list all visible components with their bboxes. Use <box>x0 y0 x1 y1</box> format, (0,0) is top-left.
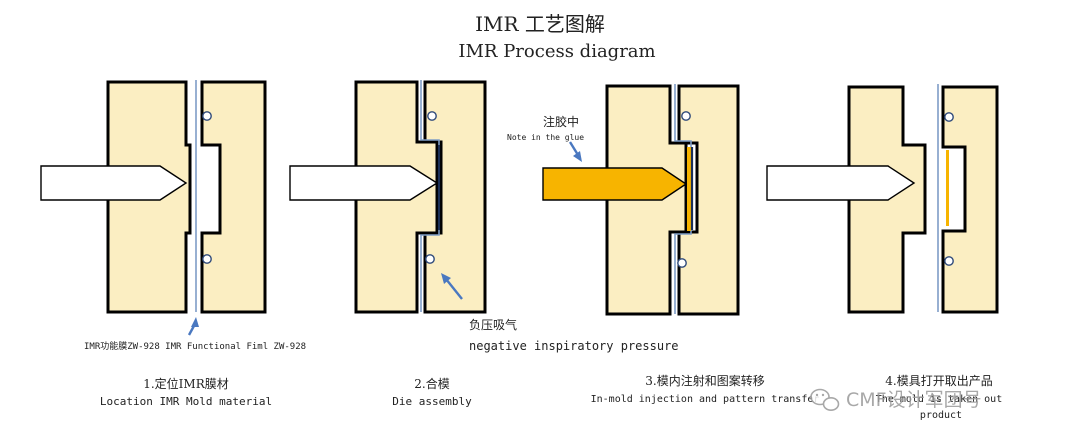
watermark-text: CMF设计军团号 <box>846 389 982 411</box>
step-3-glue-pointer <box>568 141 580 156</box>
step-2-right-mold <box>423 80 487 314</box>
step-2-pressure-pointer-head <box>441 273 451 284</box>
step-1-vacuum-hole-top <box>202 111 212 121</box>
step-4-caption-en-line1: The mold is taken out <box>876 394 1002 405</box>
glue-label-en: Note in the glue <box>507 133 584 142</box>
step-4-finished-product <box>946 150 949 226</box>
step-2-figure <box>289 80 487 314</box>
step-1-right-mold <box>200 80 267 314</box>
step-3-right-mold <box>677 84 740 316</box>
step-3-glue-pointer-head <box>573 151 582 162</box>
step-1-film-pointer-head <box>191 317 199 327</box>
step-2-caption-cn: 2.合模 <box>414 376 449 391</box>
step-3-figure <box>542 84 740 316</box>
step-3-vacuum-hole-top <box>681 111 691 121</box>
step-4-injection-arrow <box>766 165 916 201</box>
glue-label-cn: 注胶中 <box>543 114 579 129</box>
film-label: IMR功能膜ZW-928 IMR Functional Fiml ZW-928 <box>84 340 306 352</box>
title-cn: IMR 工艺图解 <box>475 12 605 36</box>
step-4-caption-cn: 4.模具打开取出产品 <box>885 374 992 388</box>
step-1-injection-arrow <box>40 165 188 201</box>
step-4-caption-en-line2: product <box>920 410 962 421</box>
step-4-right-mold <box>941 85 999 314</box>
pressure-label-cn: 负压吸气 <box>469 317 517 332</box>
step-3-caption-cn: 3.模内注射和图案转移 <box>645 373 764 388</box>
title-en: IMR Process diagram <box>458 41 655 62</box>
step-1-caption-en: Location IMR Mold material <box>100 395 272 408</box>
step-3-caption-en: In-mold injection and pattern transfer <box>591 394 820 405</box>
step-2-caption-en: Die assembly <box>392 395 472 408</box>
step-1-figure <box>40 80 267 336</box>
step-4-vacuum-hole-top <box>944 112 954 122</box>
step-2-vacuum-hole-bottom <box>425 254 435 264</box>
step-2-pressure-pointer <box>445 278 463 300</box>
step-1-vacuum-hole-bottom <box>202 254 212 264</box>
step-4-figure <box>766 84 999 314</box>
watermark: CMF设计军团号 <box>810 388 982 411</box>
step-2-injection-arrow <box>289 165 439 201</box>
step-3-vacuum-hole-bottom <box>677 258 687 268</box>
wechat-icon <box>810 388 840 411</box>
step-2-vacuum-hole-top <box>427 111 437 121</box>
step-3-injected-resin <box>687 147 691 231</box>
step-4-vacuum-hole-bottom <box>944 256 954 266</box>
pressure-label-en: negative inspiratory pressure <box>469 339 679 353</box>
step-1-caption-cn: 1.定位IMR膜材 <box>143 376 229 391</box>
step-3-glue-injection-arrow <box>542 167 688 201</box>
